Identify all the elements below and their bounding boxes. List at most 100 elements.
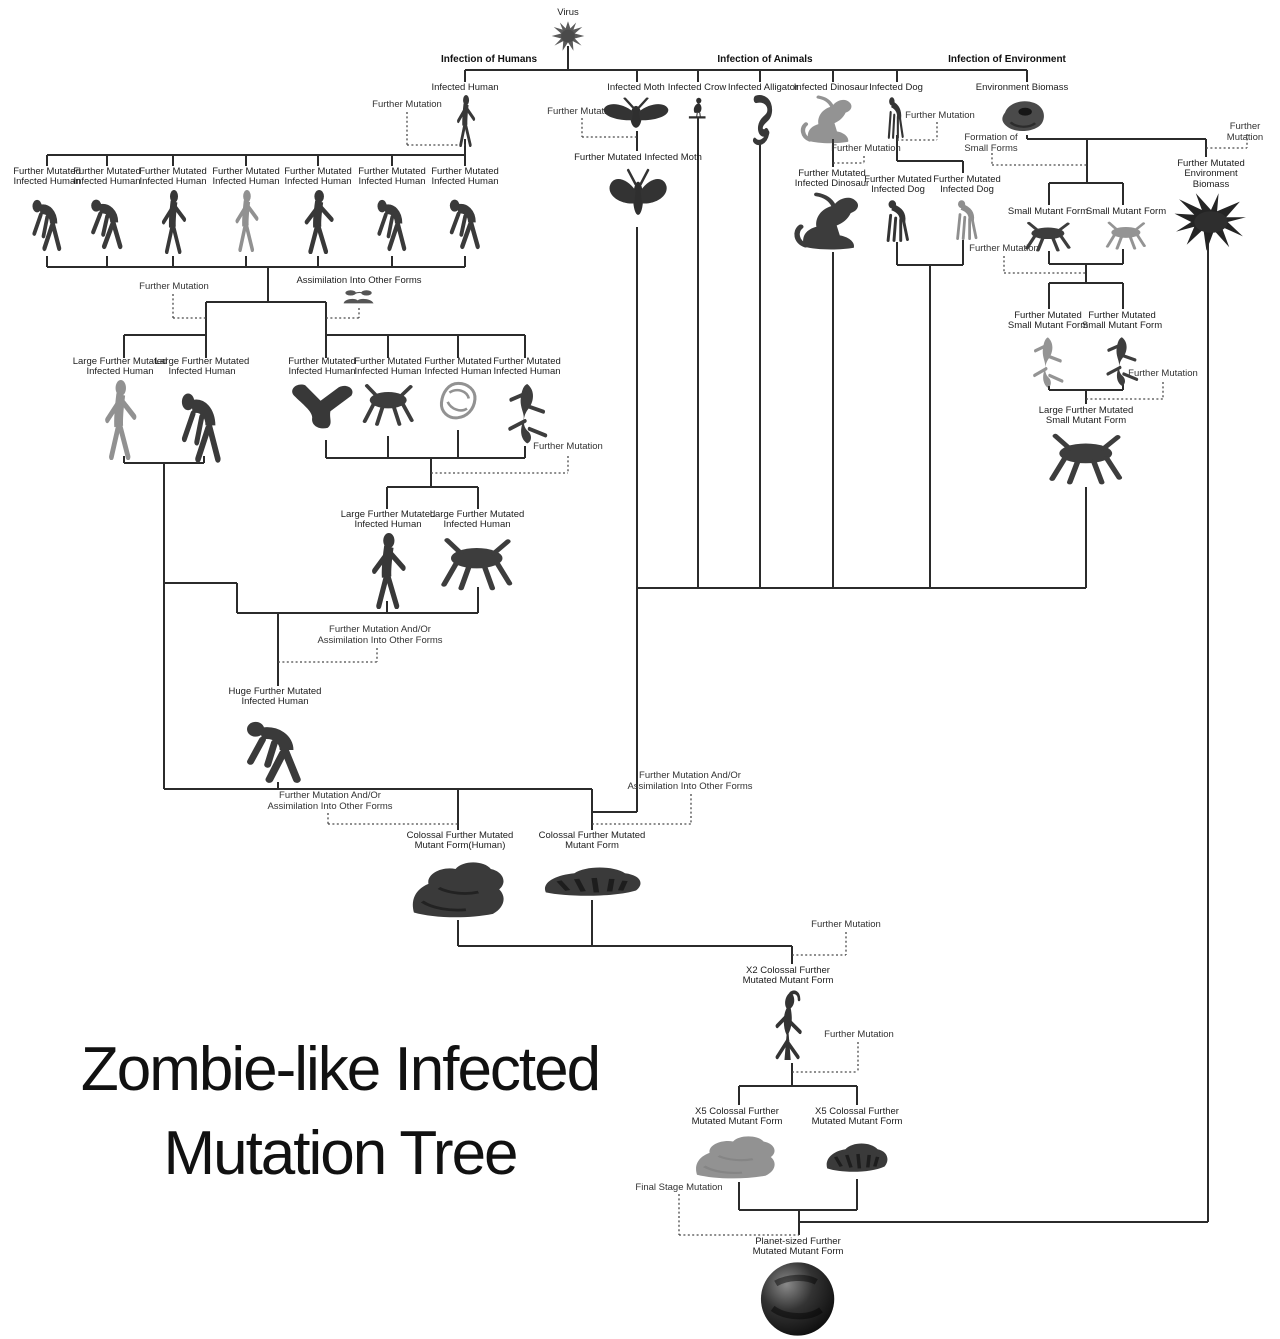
environment-biomass: Environment Biomass xyxy=(975,82,1069,144)
hunch-figure xyxy=(182,393,221,463)
x2-colossal-further-mutated-mutant-form-label: X2 Colossal Further Mutated Mutant Form xyxy=(742,965,834,987)
large-further-mutated-infected-human-3: Large Further Mutated Infected Human xyxy=(341,509,435,614)
crawlv-figure xyxy=(1106,337,1139,386)
hunch-figure xyxy=(449,199,480,249)
hunch-figure xyxy=(32,199,62,251)
quad-figure xyxy=(956,200,978,240)
mound2-figure xyxy=(544,867,641,896)
further-mutation-5: Further Mutation xyxy=(1226,121,1264,143)
rock-figure xyxy=(1002,101,1045,132)
further-mutated-small-mutant-form-2-label: Further Mutated Small Mutant Form xyxy=(1081,310,1163,332)
further-mutated-infected-human-6-label: Further Mutated Infected Human xyxy=(358,166,426,188)
tall-figure xyxy=(776,990,803,1060)
further-mutated-infected-moth: Further Mutated Infected Moth xyxy=(574,152,702,234)
pair-figure xyxy=(343,290,374,304)
further-mutation-2: Further Mutation xyxy=(547,106,617,117)
infected-moth: Infected Moth xyxy=(601,82,671,142)
section-infection-of-humans: Infection of Humans xyxy=(440,54,538,65)
x5-colossal-further-mutated-mutant-form-2-label: X5 Colossal Further Mutated Mutant Form xyxy=(811,1106,903,1128)
further-mutated-environment-biomass: Further Mutated Environment Biomass xyxy=(1173,158,1249,257)
mound-figure xyxy=(413,862,504,918)
crawler-figure xyxy=(1105,222,1147,250)
planet-sized-further-mutated-mutant-form-label: Planet-sized Further Mutated Mutant Form xyxy=(752,1236,844,1258)
crawlv-figure xyxy=(1033,337,1064,388)
assimilation-into-other-forms: Assimilation Into Other Forms xyxy=(296,275,422,315)
further-mutation-and-or-assimilation-3: Further Mutation And/Or Assimilation Int… xyxy=(267,790,393,812)
spiky-figure xyxy=(1174,193,1246,252)
further-mutated-infected-dinosaur: Further Mutated Infected Dinosaur xyxy=(793,168,871,259)
further-mutated-infected-human-7-label: Further Mutated Infected Human xyxy=(431,166,499,188)
further-mutated-infected-human-3-label: Further Mutated Infected Human xyxy=(139,166,207,188)
further-mutated-environment-biomass-label: Further Mutated Environment Biomass xyxy=(1177,158,1245,190)
further-mutated-infected-human-5: Further Mutated Infected Human xyxy=(284,166,352,259)
further-mutated-infected-dog-2-label: Further Mutated Infected Dog xyxy=(933,174,1001,196)
moth-figure xyxy=(603,97,669,129)
further-mutation-6: Further Mutation xyxy=(969,243,1039,254)
diagram-title-line2: Mutation Tree xyxy=(163,1119,518,1188)
further-mutated-infected-human-9: Further Mutated Infected Human xyxy=(354,356,422,433)
infected-alligator: Infected Alligator xyxy=(727,82,799,154)
large-further-mutated-infected-human-1: Large Further Mutated Infected Human xyxy=(73,356,167,465)
planet-sized-further-mutated-mutant-form: Planet-sized Further Mutated Mutant Form xyxy=(752,1236,844,1339)
further-mutated-infected-dinosaur-label: Further Mutated Infected Dinosaur xyxy=(794,168,870,190)
humanoid-figure xyxy=(372,532,406,610)
infected-human-label: Infected Human xyxy=(431,82,499,93)
virus-figure xyxy=(551,21,585,52)
infected-moth-label: Infected Moth xyxy=(607,82,665,93)
further-mutation-and-or-assimilation-1: Further Mutation And/Or Assimilation Int… xyxy=(317,624,443,646)
dino-figure xyxy=(801,95,852,144)
environment-biomass-label: Environment Biomass xyxy=(975,82,1069,93)
further-mutation-1: Further Mutation xyxy=(372,99,442,110)
further-mutated-infected-human-11-label: Further Mutated Infected Human xyxy=(493,356,561,378)
further-mutated-infected-human-1: Further Mutated Infected Human xyxy=(13,166,81,257)
further-mutated-infected-moth-label: Further Mutated Infected Moth xyxy=(574,152,702,163)
small-mutant-form-2: Small Mutant Form xyxy=(1086,206,1166,256)
large-further-mutated-infected-human-2: Large Further Mutated Infected Human xyxy=(155,356,249,469)
large-further-mutated-infected-human-4-label: Large Further Mutated Infected Human xyxy=(429,509,525,531)
formation-of-small-forms: Formation of Small Forms xyxy=(964,132,1018,154)
further-mutated-small-mutant-form-1-label: Further Mutated Small Mutant Form xyxy=(1007,310,1089,332)
colossal-further-mutated-mutant-form: Colossal Further Mutated Mutant Form xyxy=(537,830,647,907)
hunch-figure xyxy=(377,199,407,251)
further-mutation-11: Further Mutation xyxy=(824,1029,894,1040)
further-mutated-infected-human-4-label: Further Mutated Infected Human xyxy=(212,166,280,188)
crawlv-figure xyxy=(508,383,547,444)
moth-figure xyxy=(609,169,667,216)
infected-alligator-label: Infected Alligator xyxy=(727,82,799,93)
hunch-figure xyxy=(247,721,302,783)
x5-colossal-further-mutated-mutant-form-2: X5 Colossal Further Mutated Mutant Form xyxy=(811,1106,903,1183)
x5-colossal-further-mutated-mutant-form-1-label: X5 Colossal Further Mutated Mutant Form xyxy=(691,1106,783,1128)
further-mutated-infected-human-5-label: Further Mutated Infected Human xyxy=(284,166,352,188)
humanoid-figure xyxy=(161,189,186,255)
further-mutation-9: Further Mutation xyxy=(533,441,603,452)
hunch-figure xyxy=(91,199,123,249)
section-infection-of-animals: Infection of Animals xyxy=(717,54,813,65)
infected-human: Infected Human xyxy=(431,82,499,152)
further-mutated-infected-dog-1: Further Mutated Infected Dog xyxy=(864,174,932,249)
diagram-title-line1: Zombie-like Infected xyxy=(80,1035,601,1104)
large-further-mutated-small-mutant-form-label: Large Further Mutated Small Mutant Form xyxy=(1038,405,1134,427)
further-mutated-infected-human-9-label: Further Mutated Infected Human xyxy=(354,356,422,378)
further-mutated-small-mutant-form-2: Further Mutated Small Mutant Form xyxy=(1081,310,1163,393)
sphere-figure xyxy=(761,1262,835,1336)
mound2-figure xyxy=(827,1143,888,1172)
virus: Virus xyxy=(551,7,585,57)
further-mutation-10: Further Mutation xyxy=(811,919,881,930)
humanoid-figure xyxy=(235,189,259,253)
further-mutated-infected-human-2-label: Further Mutated Infected Human xyxy=(73,166,141,188)
further-mutated-infected-human-2: Further Mutated Infected Human xyxy=(73,166,141,255)
crawler-figure xyxy=(1025,222,1071,252)
small-mutant-form-1-label: Small Mutant Form xyxy=(1007,206,1089,217)
further-mutated-infected-dog-2: Further Mutated Infected Dog xyxy=(933,174,1001,247)
further-mutation-and-or-assimilation-2: Further Mutation And/Or Assimilation Int… xyxy=(627,770,753,792)
x2-colossal-further-mutated-mutant-form: X2 Colossal Further Mutated Mutant Form xyxy=(742,965,834,1068)
diagram-title: Zombie-like Infected Mutation Tree xyxy=(80,1028,601,1196)
gator-figure xyxy=(753,95,773,146)
further-mutated-infected-human-1-label: Further Mutated Infected Human xyxy=(13,166,81,188)
small-mutant-form-1: Small Mutant Form xyxy=(1007,206,1089,258)
further-mutated-infected-human-8: Further Mutated Infected Human xyxy=(287,356,357,437)
ball-figure xyxy=(439,381,477,420)
infected-dog-label: Infected Dog xyxy=(869,82,923,93)
